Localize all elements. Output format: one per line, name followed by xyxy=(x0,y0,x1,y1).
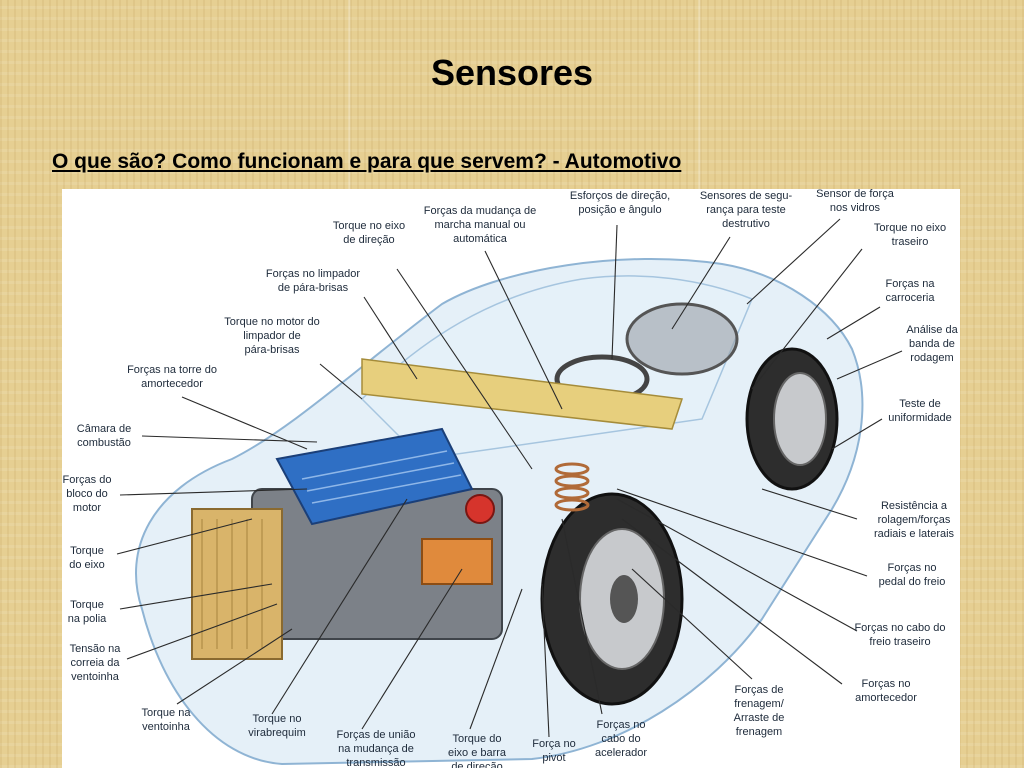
dashboard-bar xyxy=(361,358,684,430)
leader-lines xyxy=(116,218,903,738)
radiator xyxy=(191,508,283,660)
distributor xyxy=(465,494,495,524)
suspension-spring xyxy=(554,462,590,512)
slide-title: Sensores xyxy=(430,52,594,93)
spare-tire xyxy=(625,302,739,376)
label-esforcos-direcao: Esforços de direção,posição e ângulo xyxy=(569,190,671,216)
slide-subtitle: O que são? Como funcionam e para que ser… xyxy=(52,150,682,173)
car-illustration xyxy=(116,218,903,766)
